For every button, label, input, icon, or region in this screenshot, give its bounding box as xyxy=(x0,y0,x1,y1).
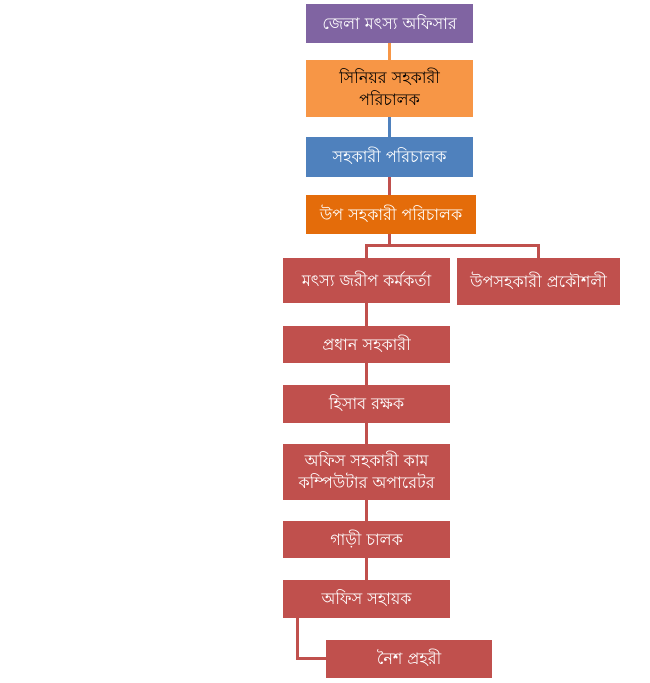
node-label: হিসাব রক্ষক xyxy=(328,394,405,413)
node-label: অফিস সহায়ক xyxy=(321,589,412,608)
node-deputy-assistant-director: উপ সহকারী পরিচালক xyxy=(306,195,476,234)
node-accountant: হিসাব রক্ষক xyxy=(283,385,450,423)
connector-line xyxy=(388,234,391,245)
node-label: প্রধান সহকারী xyxy=(322,334,411,354)
connector-line xyxy=(365,363,368,385)
connector-line xyxy=(365,244,540,247)
node-head-assistant: প্রধান সহকারী xyxy=(283,326,450,363)
connector-line xyxy=(296,657,326,660)
connector-line xyxy=(388,117,391,137)
connector-line xyxy=(365,558,368,580)
node-driver: গাড়ী চালক xyxy=(283,521,450,558)
node-label: উপসহকারী প্রকৌশলী xyxy=(470,271,607,291)
node-district-fisheries-officer: জেলা মৎস্য অফিসার xyxy=(306,4,473,43)
node-label: অফিস সহকারী কাম কম্পিউটার অপারেটর xyxy=(298,451,435,492)
node-night-guard: নৈশ প্রহরী xyxy=(326,640,492,678)
connector-line xyxy=(388,177,391,195)
node-fisheries-survey-officer: মৎস্য জরীপ কর্মকর্তা xyxy=(283,258,450,303)
node-label: উপ সহকারী পরিচালক xyxy=(319,204,463,224)
node-label: মৎস্য জরীপ কর্মকর্তা xyxy=(301,270,432,290)
connector-line xyxy=(365,244,368,258)
node-label: নৈশ প্রহরী xyxy=(376,649,442,668)
connector-line xyxy=(388,43,391,60)
node-label: গাড়ী চালক xyxy=(330,529,403,549)
node-label: জেলা মৎস্য অফিসার xyxy=(322,13,457,33)
node-office-helper: অফিস সহায়ক xyxy=(283,580,450,618)
node-senior-assistant-director: সিনিয়র সহকারী পরিচালক xyxy=(306,60,473,117)
connector-line xyxy=(296,618,299,660)
connector-line xyxy=(365,423,368,444)
connector-line xyxy=(537,244,540,258)
node-label: সহকারী পরিচালক xyxy=(332,147,447,166)
connector-line xyxy=(365,500,368,521)
node-office-assistant-computer-operator: অফিস সহকারী কাম কম্পিউটার অপারেটর xyxy=(283,444,450,500)
node-sub-assistant-engineer: উপসহকারী প্রকৌশলী xyxy=(457,258,620,305)
node-label: সিনিয়র সহকারী পরিচালক xyxy=(339,67,440,109)
node-assistant-director: সহকারী পরিচালক xyxy=(306,137,473,177)
connector-line xyxy=(365,303,368,326)
